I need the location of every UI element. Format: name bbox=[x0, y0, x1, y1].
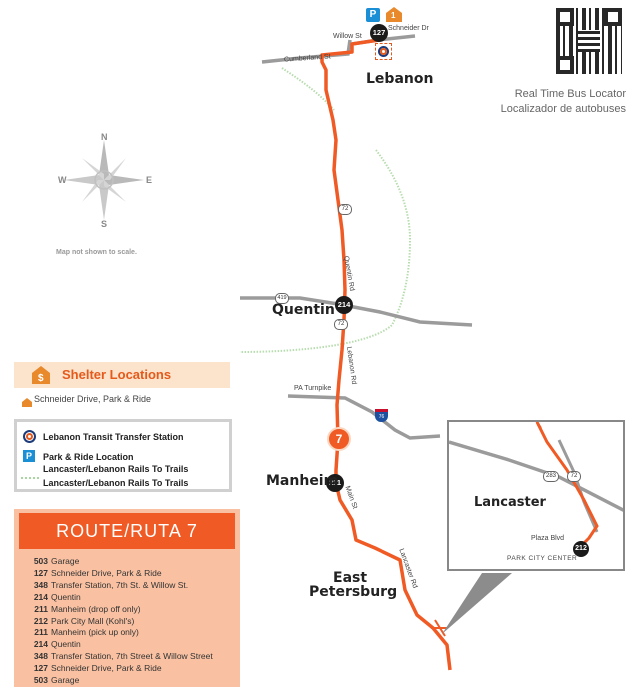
qr-caption-en: Real Time Bus Locator bbox=[514, 88, 626, 100]
route-stop-code: 212 bbox=[33, 615, 48, 626]
inset-shield-283: 283 bbox=[543, 471, 559, 482]
shelter-icon: 1 bbox=[386, 7, 402, 22]
inset-shield-72: 72 bbox=[567, 471, 581, 482]
scale-note: Map not shown to scale. bbox=[56, 249, 137, 256]
route-stop-name: Park City Mall (Kohl's) bbox=[51, 615, 135, 626]
route-stop-code: 503 bbox=[33, 675, 48, 686]
stop-212-marker[interactable]: 212 bbox=[573, 541, 589, 557]
quentin-road bbox=[240, 296, 473, 327]
svg-text:$: $ bbox=[38, 373, 44, 384]
route-stop-code: 127 bbox=[33, 567, 48, 578]
shelter-number: 1 bbox=[391, 11, 396, 20]
map-legend: Lebanon Transit Transfer Station P Park … bbox=[14, 419, 232, 492]
route-end-marker bbox=[431, 619, 447, 637]
shield-72-north: 72 bbox=[338, 204, 352, 215]
legend-trail-swatch bbox=[21, 477, 39, 479]
route-stop-code: 214 bbox=[33, 591, 48, 602]
town-lebanon: Lebanon bbox=[366, 71, 434, 87]
inset-route-start-marker bbox=[535, 422, 542, 429]
transfer-station-icon bbox=[375, 43, 392, 60]
route-stop-name: Manheim (drop off only) bbox=[51, 603, 141, 614]
route-stop-code: 211 bbox=[34, 603, 48, 614]
lancaster-inset-map: 283 72 Lancaster Plaza Blvd PARK CITY CE… bbox=[447, 420, 625, 571]
legend-trails-label-b: Lancaster/Lebanon Rails To Trails bbox=[43, 478, 189, 488]
shelter-locations-title: Shelter Locations bbox=[62, 367, 172, 382]
route-stop-name: Garage bbox=[51, 675, 80, 686]
compass-n: N bbox=[101, 132, 108, 142]
street-willow: Willow St bbox=[333, 33, 362, 40]
town-quentin: Quentin bbox=[272, 302, 335, 318]
stop-127-marker[interactable]: 127 bbox=[370, 24, 388, 42]
shelter-item-schneider: Schneider Drive, Park & Ride bbox=[34, 394, 152, 404]
route-stop-code: 214 bbox=[33, 639, 48, 650]
route-stop-code: 127 bbox=[33, 663, 48, 674]
town-manheim: Manheim bbox=[266, 473, 339, 489]
town-east-petersburg-line1: East bbox=[333, 570, 368, 586]
shield-419: 419 bbox=[275, 293, 289, 304]
route-stop-name: Schneider Drive, Park & Ride bbox=[51, 663, 162, 674]
town-east-petersburg-line2: Petersburg bbox=[309, 584, 398, 600]
stop-214-marker[interactable]: 214 bbox=[335, 296, 353, 314]
shelter-item-icon bbox=[22, 394, 32, 407]
interstate-76-number: 76 bbox=[378, 414, 385, 420]
park-ride-icon: P bbox=[366, 8, 380, 22]
compass-s: S bbox=[101, 219, 108, 229]
inset-route-7 bbox=[535, 422, 599, 552]
route-stop-code: 503 bbox=[33, 556, 48, 566]
interstate-76-shield: 76 bbox=[375, 409, 388, 422]
inset-callout-wedge bbox=[442, 573, 512, 634]
inset-svg bbox=[449, 422, 623, 552]
stop-211-marker[interactable]: 211 bbox=[326, 474, 344, 492]
qr-caption-es: Localizador de autobuses bbox=[500, 103, 626, 115]
street-pa-turnpike: PA Turnpike bbox=[294, 385, 332, 392]
shelter-locations-header: $ Shelter Locations bbox=[14, 362, 230, 388]
route-stop-name: Garage bbox=[51, 556, 80, 566]
route-stop-name: Manheim (pick up only) bbox=[51, 627, 139, 638]
shield-72-south: 72 bbox=[334, 319, 348, 330]
inset-park-city-center: PARK CITY CENTER bbox=[507, 555, 578, 562]
route-7-badge[interactable]: 7 bbox=[327, 427, 351, 451]
route-7-line bbox=[320, 30, 452, 671]
compass-w: W bbox=[58, 175, 67, 185]
route-stop-code: 348 bbox=[33, 651, 48, 662]
route-stop-name: Transfer Station, 7th Street & Willow St… bbox=[51, 651, 213, 662]
legend-trails-label-a: Lancaster/Lebanon Rails To Trails bbox=[43, 464, 189, 474]
route-title: ROUTE/RUTA 7 bbox=[19, 513, 235, 549]
route-stop-name: Quentin bbox=[51, 639, 81, 650]
legend-park-ride-icon: P bbox=[23, 450, 35, 462]
street-schneider: Schneider Dr bbox=[388, 25, 429, 32]
route-stop-code: 211 bbox=[34, 627, 48, 638]
inset-town-lancaster: Lancaster bbox=[474, 495, 546, 510]
route-stop-name: Quentin bbox=[51, 591, 81, 602]
legend-transfer-icon bbox=[23, 430, 36, 443]
inset-street-plaza-blvd: Plaza Blvd bbox=[531, 535, 565, 542]
compass-rose bbox=[64, 140, 144, 220]
inset-road-283 bbox=[449, 440, 623, 512]
qr-code[interactable] bbox=[556, 8, 622, 74]
compass-e: E bbox=[146, 175, 153, 185]
legend-transfer-label: Lebanon Transit Transfer Station bbox=[43, 432, 184, 442]
route-stop-name: Transfer Station, 7th St. & Willow St. bbox=[51, 579, 189, 590]
route-7-number: 7 bbox=[335, 432, 343, 446]
pa-turnpike bbox=[287, 394, 441, 440]
shelter-header-icon: $ bbox=[32, 366, 50, 384]
route-stop-code: 348 bbox=[33, 579, 48, 590]
legend-park-ride-label: Park & Ride Location bbox=[43, 452, 134, 462]
inset-road-72 bbox=[557, 439, 599, 533]
route-stop-name: Schneider Drive, Park & Ride bbox=[51, 567, 162, 578]
